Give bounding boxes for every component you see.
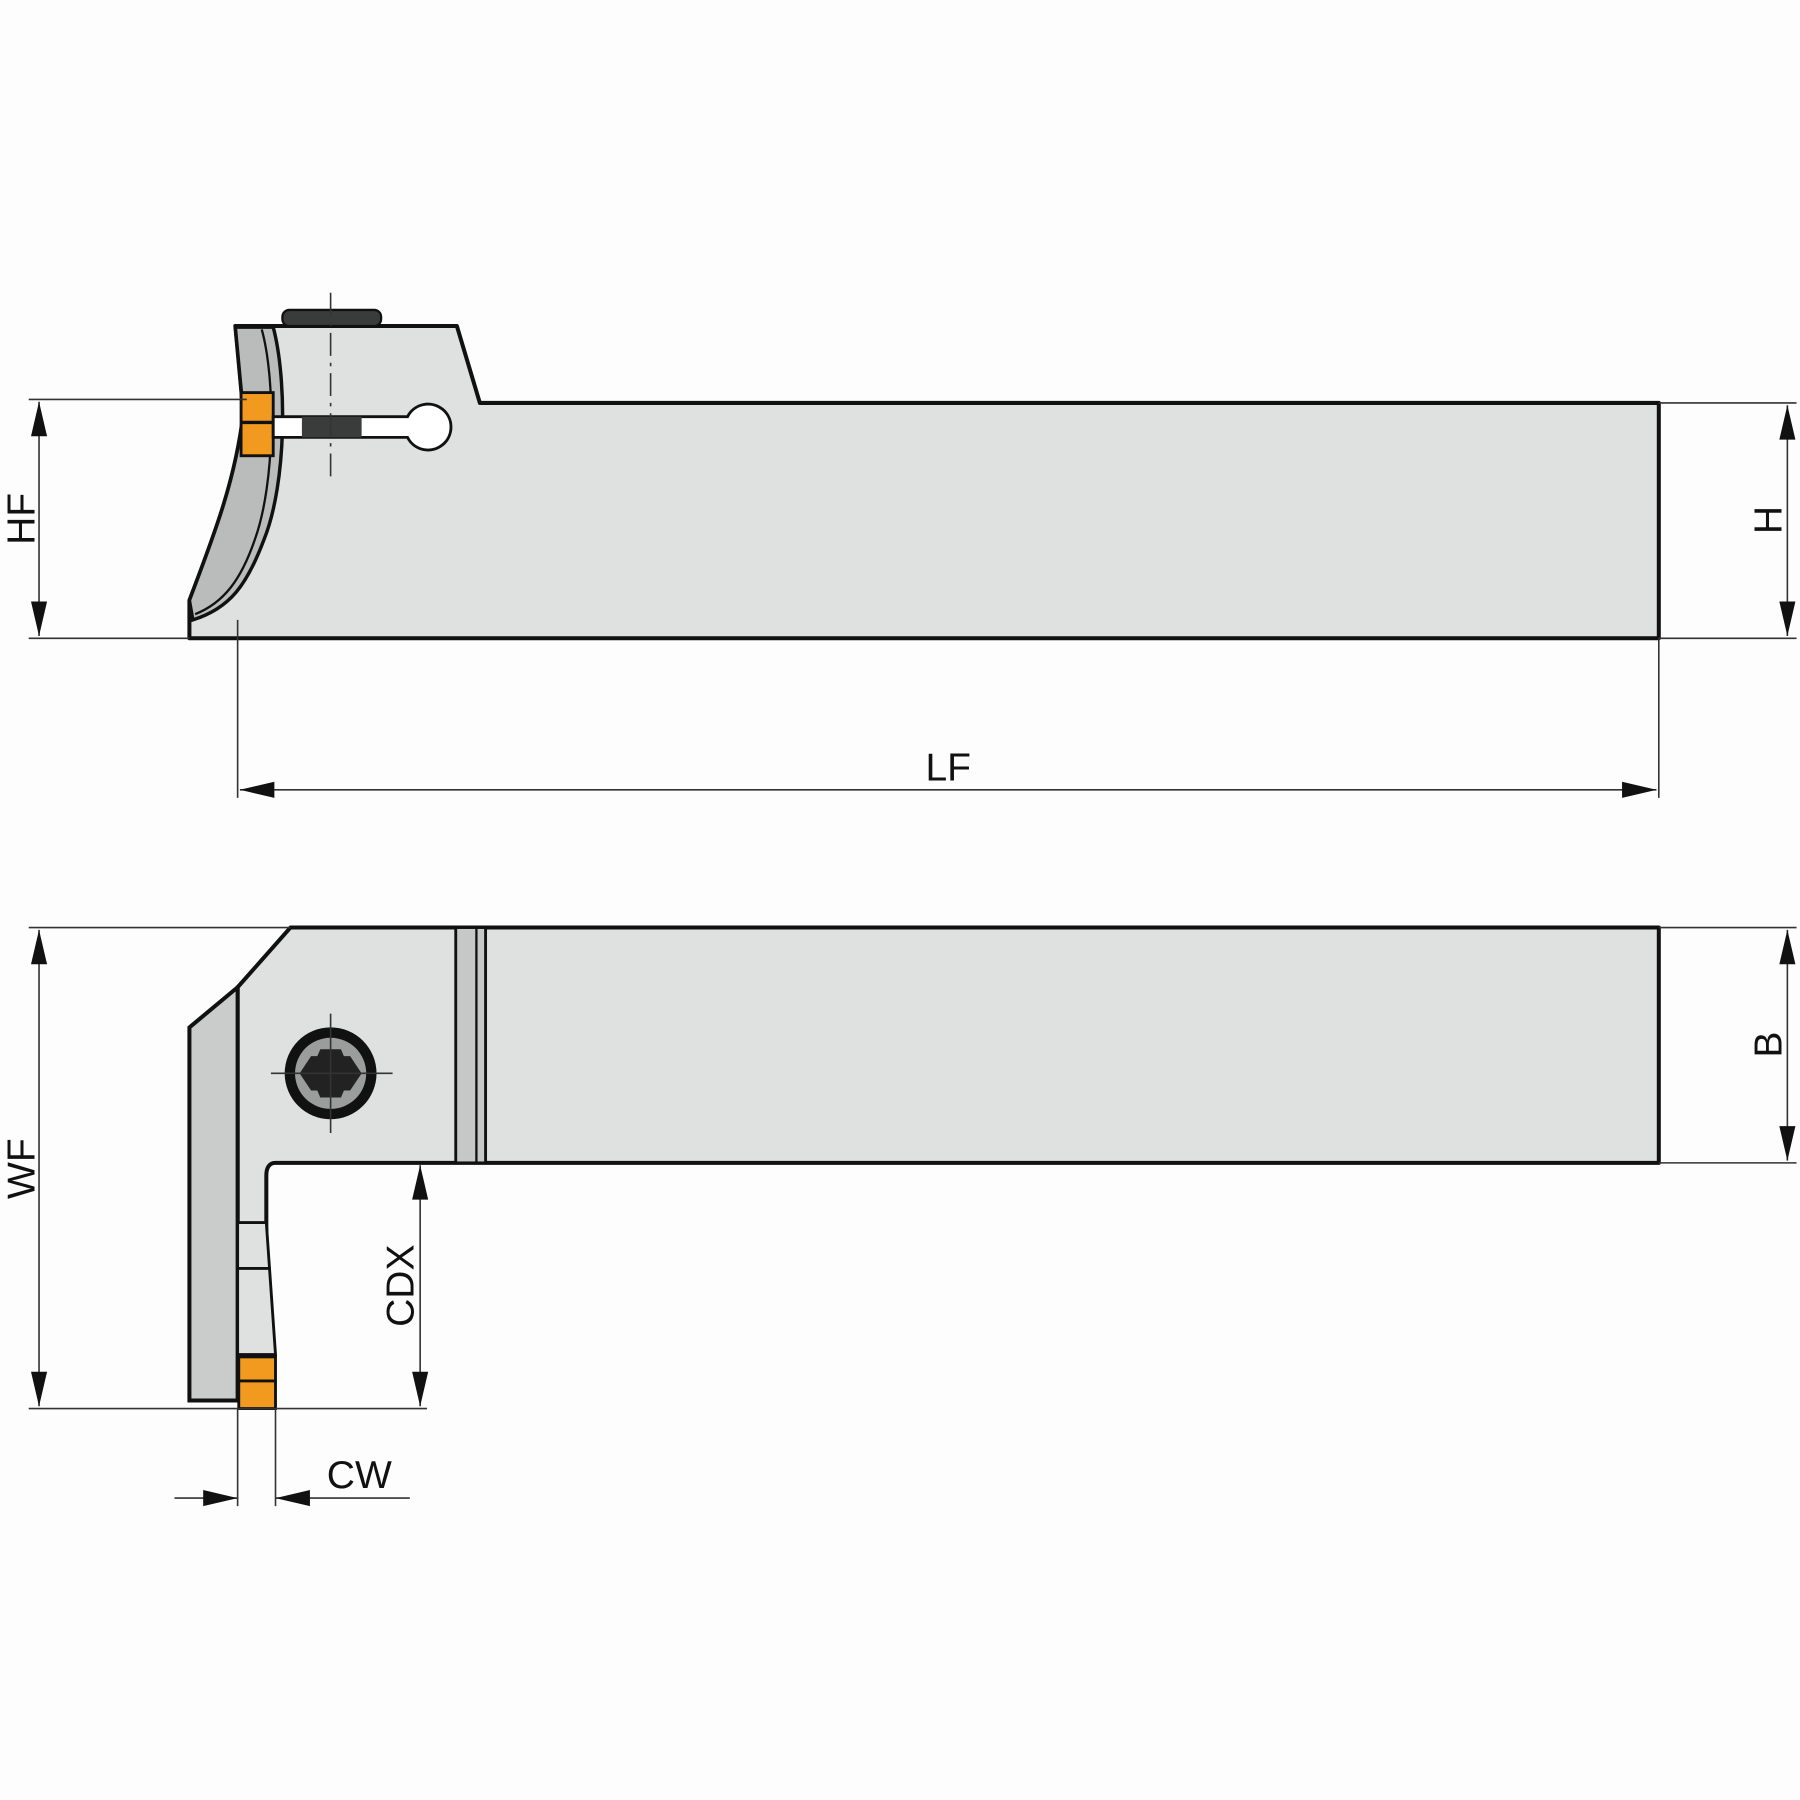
- dim-h: H: [1658, 402, 1797, 640]
- blade-edge-line: [194, 329, 273, 616]
- blade-top: [187, 982, 240, 1403]
- side-view: [187, 292, 1661, 641]
- clamp-screw-head: [281, 308, 383, 328]
- dim-wf: WF: [0, 926, 428, 1410]
- label-wf: WF: [0, 1138, 43, 1199]
- label-cdx: CDX: [379, 1245, 422, 1327]
- dim-b: B: [1658, 926, 1797, 1164]
- clamp-slot: [271, 402, 453, 452]
- holder-shank-top: [235, 925, 1661, 1403]
- blade-insert-pocket: [236, 1221, 278, 1357]
- dim-lf: LF: [236, 619, 1660, 798]
- shank-groove: [454, 926, 488, 1165]
- dim-hf: HF: [0, 398, 247, 640]
- holder-shank-side: [187, 324, 1661, 641]
- label-h: H: [1748, 506, 1791, 534]
- top-view: [187, 925, 1661, 1410]
- clamp-screw-top: [270, 1013, 393, 1134]
- dim-cdx: CDX: [379, 1165, 429, 1407]
- dim-cw: CW: [174, 1408, 410, 1507]
- clamp-screw-body: [301, 416, 362, 438]
- label-b: B: [1748, 1032, 1791, 1058]
- insert-bottom: [237, 1355, 277, 1410]
- label-cw: CW: [327, 1454, 392, 1497]
- label-hf: HF: [0, 493, 43, 545]
- label-lf: LF: [925, 747, 971, 790]
